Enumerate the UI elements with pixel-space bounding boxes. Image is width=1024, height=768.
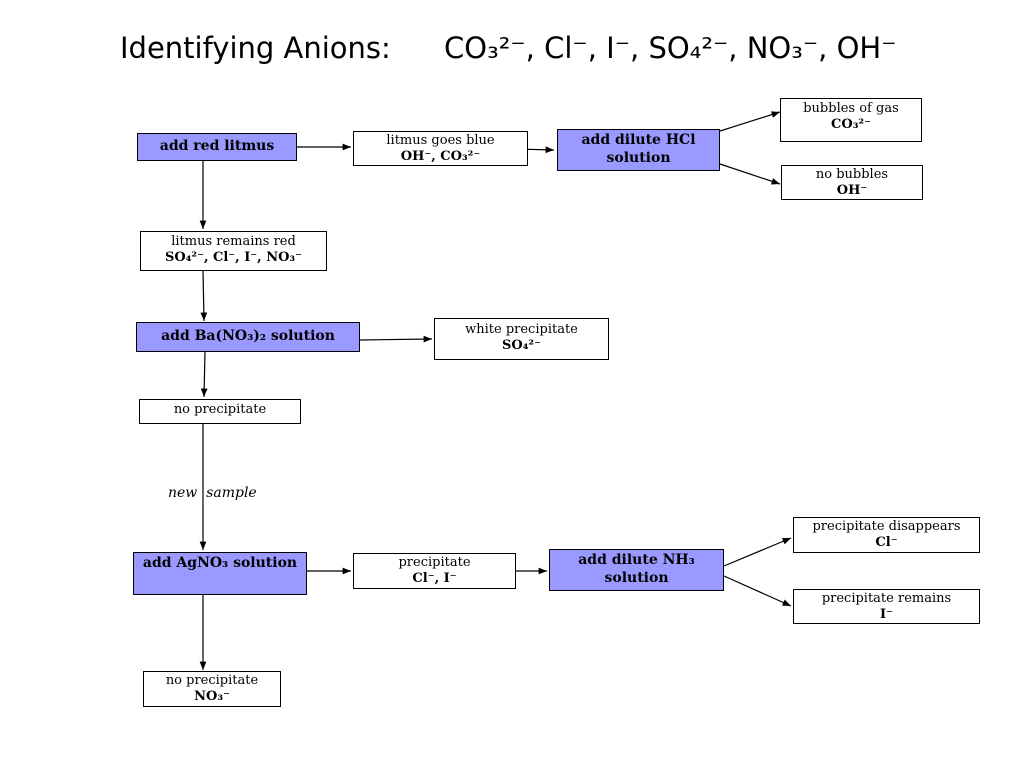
new-sample-note: new sample — [168, 485, 257, 501]
step-add-silver-nitrate: add AgNO₃ solution — [133, 552, 307, 595]
arrow-ammonia-to-disappears — [723, 537, 792, 567]
result-bubbles-of-gas: bubbles of gas CO₃²⁻ — [780, 98, 922, 142]
arrow-red-to-barium — [200, 270, 208, 322]
result-litmus-remains-red: litmus remains red SO₄²⁻, Cl⁻, I⁻, NO₃⁻ — [140, 231, 327, 271]
step-add-barium-nitrate: add Ba(NO₃)₂ solution — [136, 322, 360, 352]
page-title: Identifying Anions: CO₃²⁻, Cl⁻, I⁻, SO₄²… — [120, 28, 897, 68]
arrow-ammonia-to-remains — [723, 575, 792, 607]
arrow-hcl-to-no-bubbles — [719, 163, 781, 185]
arrow-barium-to-no-ppt — [200, 351, 208, 398]
arrow-barium-to-white-ppt — [359, 335, 433, 343]
step-add-dilute-ammonia: add dilute NH₃ solution — [549, 549, 724, 591]
step-add-dilute-hcl: add dilute HCl solution — [557, 129, 720, 171]
result-precipitate-disappears: precipitate disappears Cl⁻ — [793, 517, 980, 553]
result-precipitate-remains: precipitate remains I⁻ — [793, 589, 980, 624]
result-no-bubbles: no bubbles OH⁻ — [781, 165, 923, 200]
title-ions: CO₃²⁻, Cl⁻, I⁻, SO₄²⁻, NO₃⁻, OH⁻ — [444, 31, 897, 65]
result-litmus-goes-blue: litmus goes blue OH⁻, CO₃²⁻ — [353, 131, 528, 166]
title-main: Identifying Anions: — [120, 31, 391, 65]
arrow-hcl-to-bubbles — [719, 111, 781, 132]
result-white-precipitate: white precipitate SO₄²⁻ — [434, 318, 609, 360]
step-add-red-litmus: add red litmus — [137, 133, 297, 161]
result-precipitate: precipitate Cl⁻, I⁻ — [353, 553, 516, 589]
result-no-precipitate-nitrate: no precipitate NO₃⁻ — [143, 671, 281, 707]
result-no-precipitate: no precipitate — [139, 399, 301, 424]
